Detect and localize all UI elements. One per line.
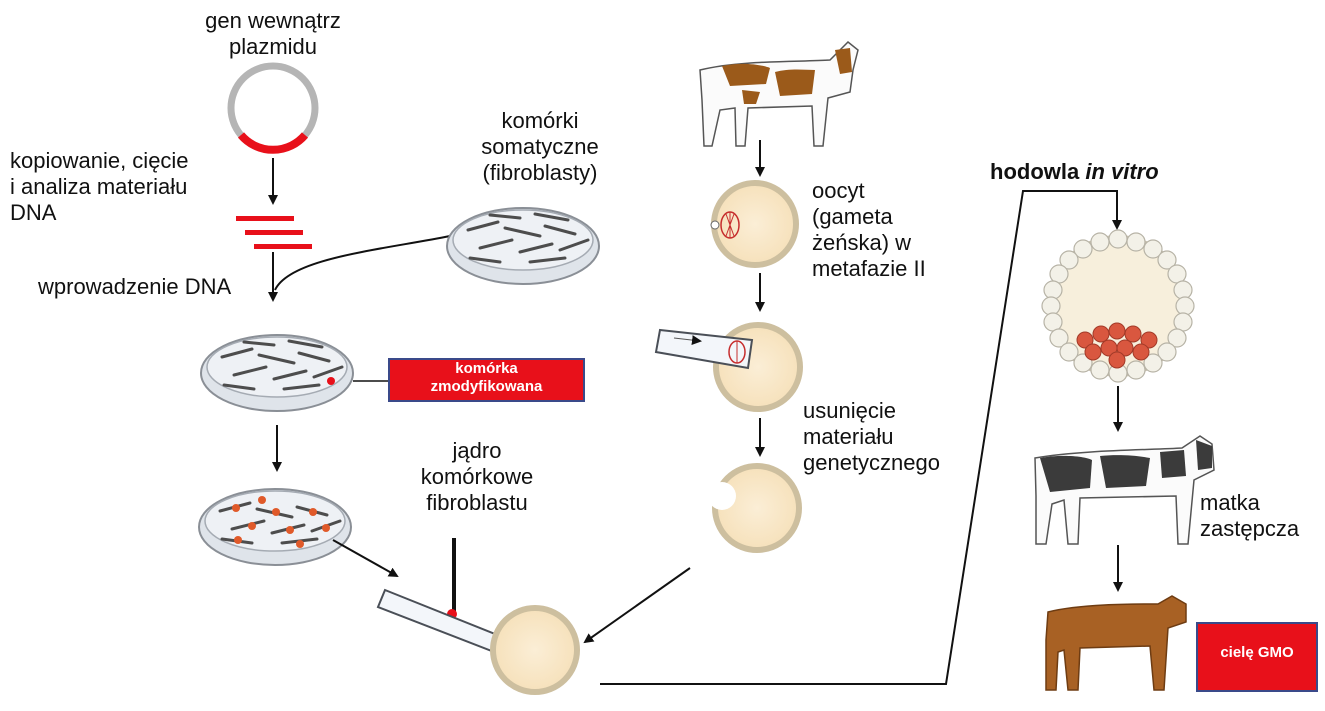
- pipette-icon: [378, 590, 510, 655]
- petri-dish-icon: [199, 489, 351, 565]
- plasmid-icon: [231, 66, 315, 150]
- oocyte-icon: [493, 608, 577, 692]
- label-copy-cut-analysis: kopiowanie, cięcie i analiza materiału D…: [10, 148, 240, 226]
- oocyte-icon: [711, 183, 796, 265]
- label-dna-introduction: wprowadzenie DNA: [38, 274, 278, 300]
- blastocyst-icon: [1042, 230, 1194, 382]
- dna-fragments-icon: [236, 216, 312, 249]
- cow-icon: [700, 42, 858, 146]
- label-somatic-cells: komórki somatyczne (fibroblasty): [455, 108, 625, 186]
- label-gmo-calf: cielę GMO: [1196, 622, 1318, 692]
- label-culture-prefix: hodowla: [990, 159, 1085, 184]
- arrow-culture-to-injection: [333, 540, 397, 576]
- label-modified-cell: komórka zmodyfikowana: [388, 358, 585, 402]
- label-oocyte: oocyt (gameta żeńska) w metafazie II: [812, 178, 972, 282]
- label-surrogate-mother: matka zastępcza: [1200, 490, 1320, 542]
- cow-icon: [1035, 436, 1214, 544]
- petri-dish-icon: [447, 208, 599, 284]
- label-plasmid-gene: gen wewnątrz plazmidu: [183, 8, 363, 60]
- arrow-empty-egg-to-fusion: [585, 568, 690, 642]
- label-fibroblast-nucleus: jądro komórkowe fibroblastu: [392, 438, 562, 516]
- label-removal-genetic-material: usunięcie materiału genetycznego: [803, 398, 978, 476]
- label-culture-italic: in vitro: [1085, 159, 1158, 184]
- oocyte-icon: [708, 466, 799, 550]
- calf-icon: [1046, 596, 1186, 690]
- petri-dish-icon: [201, 335, 353, 411]
- label-in-vitro-culture: hodowla in vitro: [990, 159, 1240, 185]
